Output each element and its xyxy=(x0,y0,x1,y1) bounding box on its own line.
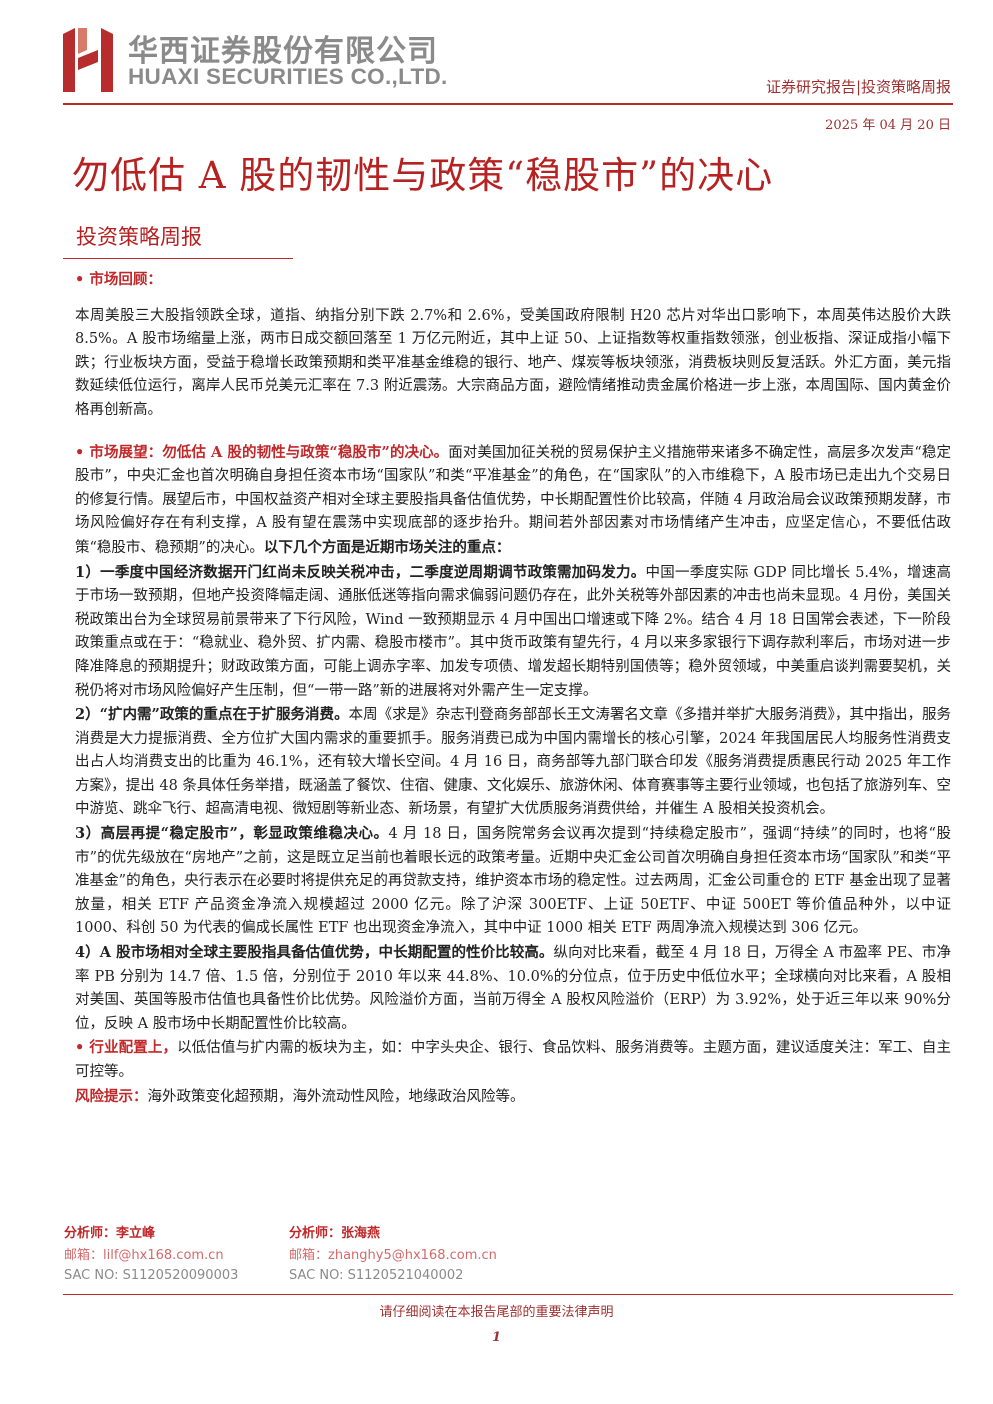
risk-paragraph: 风险提示：海外政策变化超预期，海外流动性风险，地缘政治风险等。 xyxy=(75,1087,525,1105)
industry-paragraph: • 行业配置上，以低估值与扩内需的板块为主，如：中字头央企、银行、食品饮料、服务… xyxy=(75,1039,951,1080)
company-name-cn: 华西证券股份有限公司 xyxy=(128,34,438,69)
review-heading: • 市场回顾： xyxy=(75,271,162,288)
analyst-1: 分析师：李立峰 邮箱：lilf@hx168.com.cn SAC NO: S11… xyxy=(64,1226,239,1283)
analyst-2: 分析师：张海燕 邮箱：zhanghy5@hx168.com.cn SAC NO:… xyxy=(289,1226,497,1283)
analyst-1-email[interactable]: 邮箱：lilf@hx168.com.cn xyxy=(64,1248,224,1263)
outlook-heading: • 市场展望：勿低估 A 股的韧性与政策“稳股市”的决心。 xyxy=(75,443,449,461)
review-paragraph: 本周美股三大股指领跌全球，道指、纳指分别下跌 2.7%和 2.6%，受美国政府限… xyxy=(75,307,951,418)
outlook-paragraph: • 市场展望：勿低估 A 股的韧性与政策“稳股市”的决心。面对美国加征关税的贸易… xyxy=(75,443,951,556)
analyst-2-email[interactable]: 邮箱：zhanghy5@hx168.com.cn xyxy=(289,1248,497,1263)
legal-notice: 请仔细阅读在本报告尾部的重要法律声明 xyxy=(379,1305,614,1320)
point-1: 1）一季度中国经济数据开门红尚未反映关税冲击，二季度逆周期调节政策需加码发力。中… xyxy=(75,563,951,699)
header-divider xyxy=(63,103,953,105)
subtitle-divider xyxy=(63,258,293,259)
report-body: • 市场回顾： 本周美股三大股指领跌全球，道指、纳指分别下跌 2.7%和 2.6… xyxy=(75,268,951,1109)
huaxi-logo-icon xyxy=(63,28,113,92)
focus-intro: 以下几个方面是近期市场关注的重点： xyxy=(263,538,511,556)
point-4: 4）A 股市场相对全球主要股指具备估值优势，中长期配置的性价比较高。纵向对比来看… xyxy=(75,944,951,1032)
point-3: 3）高层再提“稳定股市”，彰显政策维稳决心。4 月 18 日，国务院常务会议再次… xyxy=(75,825,951,937)
point-2: 2）“扩内需”政策的重点在于扩服务消费。本周《求是》杂志刊登商务部部长王文涛署名… xyxy=(75,706,951,818)
report-subtitle: 投资策略周报 xyxy=(76,225,202,249)
page-number: 1 xyxy=(491,1330,502,1345)
footer-divider xyxy=(63,1294,953,1295)
report-type: 证券研究报告|投资策略周报 xyxy=(765,78,951,96)
report-date: 2025 年 04 月 20 日 xyxy=(825,118,951,133)
company-name-en: HUAXI SECURITIES CO.,LTD. xyxy=(128,64,448,89)
report-title: 勿低估 A 股的韧性与政策“稳股市”的决心 xyxy=(72,154,774,197)
